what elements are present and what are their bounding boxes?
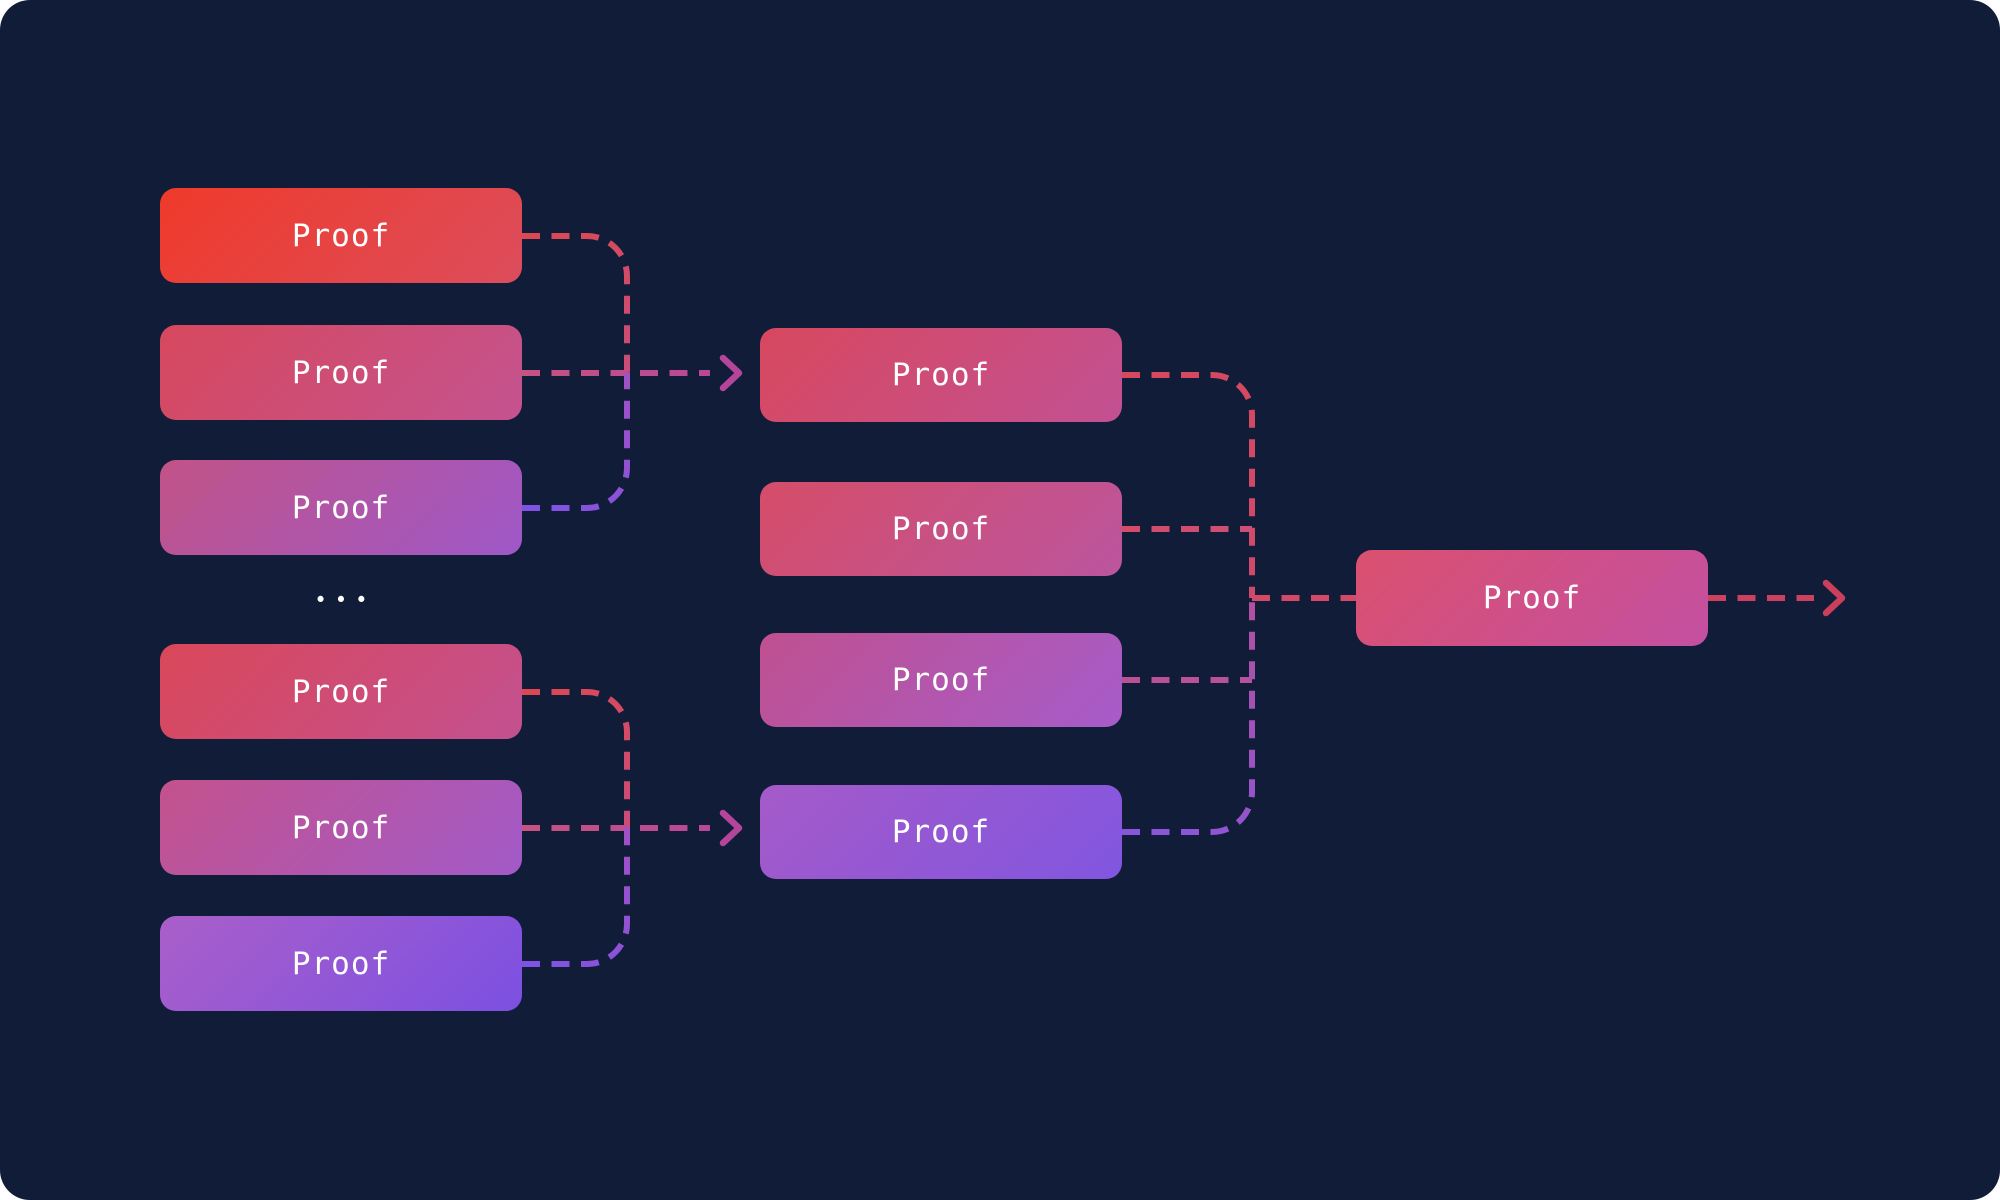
proof-node-middle-4: Proof [760, 785, 1122, 879]
proof-node-label: Proof [891, 662, 991, 698]
proof-node-label: Proof [891, 814, 991, 850]
proof-node-left-6: Proof [160, 916, 522, 1011]
proof-node-middle-1: Proof [760, 328, 1122, 422]
proof-node-left-3: Proof [160, 460, 522, 555]
connector-left1-down [522, 233, 630, 373]
arrowhead-group1-icon [719, 354, 743, 392]
arrowhead-group2-icon [719, 809, 743, 847]
proof-node-label: Proof [291, 945, 391, 982]
connector-left4-down [522, 689, 630, 828]
proof-node-label: Proof [291, 489, 391, 526]
connector-mid1-down [1122, 372, 1255, 598]
proof-node-middle-2: Proof [760, 482, 1122, 576]
proof-node-label: Proof [291, 673, 391, 710]
connector-mid4-up [1122, 598, 1255, 835]
connector-left3-up [522, 373, 630, 511]
proof-node-label: Proof [291, 354, 391, 391]
proof-node-label: Proof [291, 217, 391, 254]
ellipsis-more-proofs: ••• [314, 588, 376, 612]
proof-node-label: Proof [891, 511, 991, 547]
proof-node-middle-3: Proof [760, 633, 1122, 727]
proof-node-output: Proof [1356, 550, 1708, 646]
proof-node-label: Proof [891, 357, 991, 393]
arrowhead-final-icon [1822, 579, 1846, 617]
proof-node-left-1: Proof [160, 188, 522, 283]
connector-left6-up [522, 828, 630, 967]
proof-node-label: Proof [1482, 580, 1582, 616]
proof-node-left-4: Proof [160, 644, 522, 739]
proof-node-left-2: Proof [160, 325, 522, 420]
proof-node-label: Proof [291, 809, 391, 846]
proof-node-left-5: Proof [160, 780, 522, 875]
